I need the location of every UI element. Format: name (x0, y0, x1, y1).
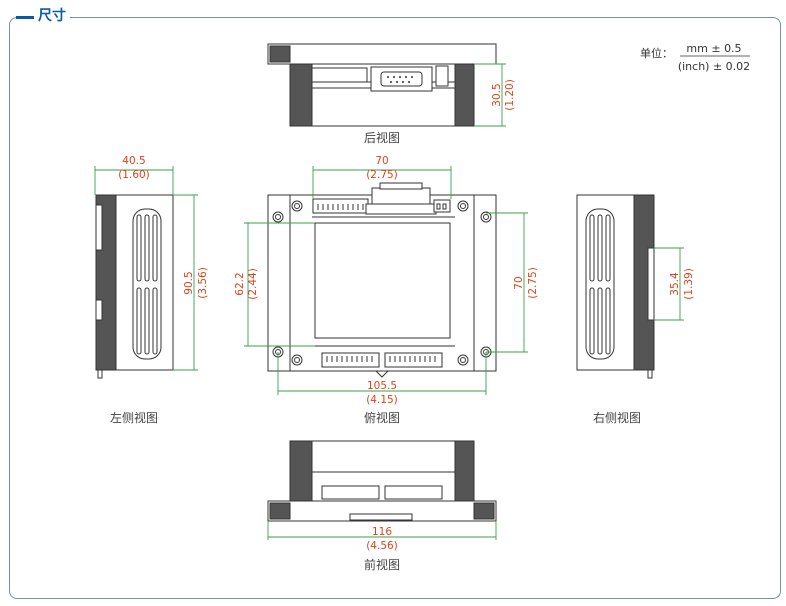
dim-top-hole-pitch-inch: (2.75) (527, 267, 539, 299)
unit-metric: mm ± 0.5 (686, 42, 741, 55)
right-side-view: 35.4 (1.39) (576, 194, 695, 379)
dim-top-overall-inch: (4.15) (366, 394, 398, 406)
front-view: 116 (4.56) (267, 440, 497, 552)
label-top-view: 俯视图 (364, 410, 400, 425)
unit-note: 单位： mm ± 0.5 (inch) ± 0.02 (640, 42, 750, 73)
top-view: 70 (2.75) 62.2 (2.44) 70 (2.75) 105.5 (4… (234, 155, 539, 406)
label-right-view: 右侧视图 (593, 410, 641, 425)
title-accent-bar (16, 16, 34, 19)
dim-left-height-inch: (3.56) (197, 267, 209, 299)
dim-left-width-inch: (1.60) (118, 169, 150, 181)
dim-top-inner-height-inch: (2.44) (247, 268, 259, 300)
label-left-view: 左侧视图 (110, 410, 158, 425)
label-front-view: 前视图 (364, 557, 400, 572)
dim-top-hole-pitch-mm: 70 (513, 276, 525, 289)
section-title: 尺寸 (34, 6, 70, 26)
dim-right-rail-inch: (1.39) (683, 268, 695, 300)
dim-rear-height-mm: 30.5 (491, 83, 503, 106)
unit-label: 单位： (640, 46, 673, 60)
dim-left-height-mm: 90.5 (183, 271, 195, 294)
label-rear-view: 后视图 (364, 130, 400, 145)
dim-rear-height-inch: (1.20) (504, 79, 516, 111)
diagram-frame (9, 17, 781, 599)
unit-imperial: (inch) ± 0.02 (678, 60, 750, 73)
dim-left-width-mm: 40.5 (122, 155, 145, 167)
dim-top-inner-height-mm: 62.2 (234, 272, 246, 295)
dim-right-rail-mm: 35.4 (669, 272, 681, 296)
dim-front-overall-inch: (4.56) (366, 540, 398, 552)
left-side-view: 40.5 (1.60) 90.5 (3.56) (94, 155, 209, 379)
dim-top-overall-mm: 105.5 (367, 380, 397, 392)
rear-view: 30.5 (1.20) (267, 43, 516, 127)
dim-front-overall-mm: 116 (372, 526, 392, 538)
dim-top-connector-inch: (2.75) (366, 169, 398, 181)
dim-top-connector-mm: 70 (375, 155, 388, 167)
